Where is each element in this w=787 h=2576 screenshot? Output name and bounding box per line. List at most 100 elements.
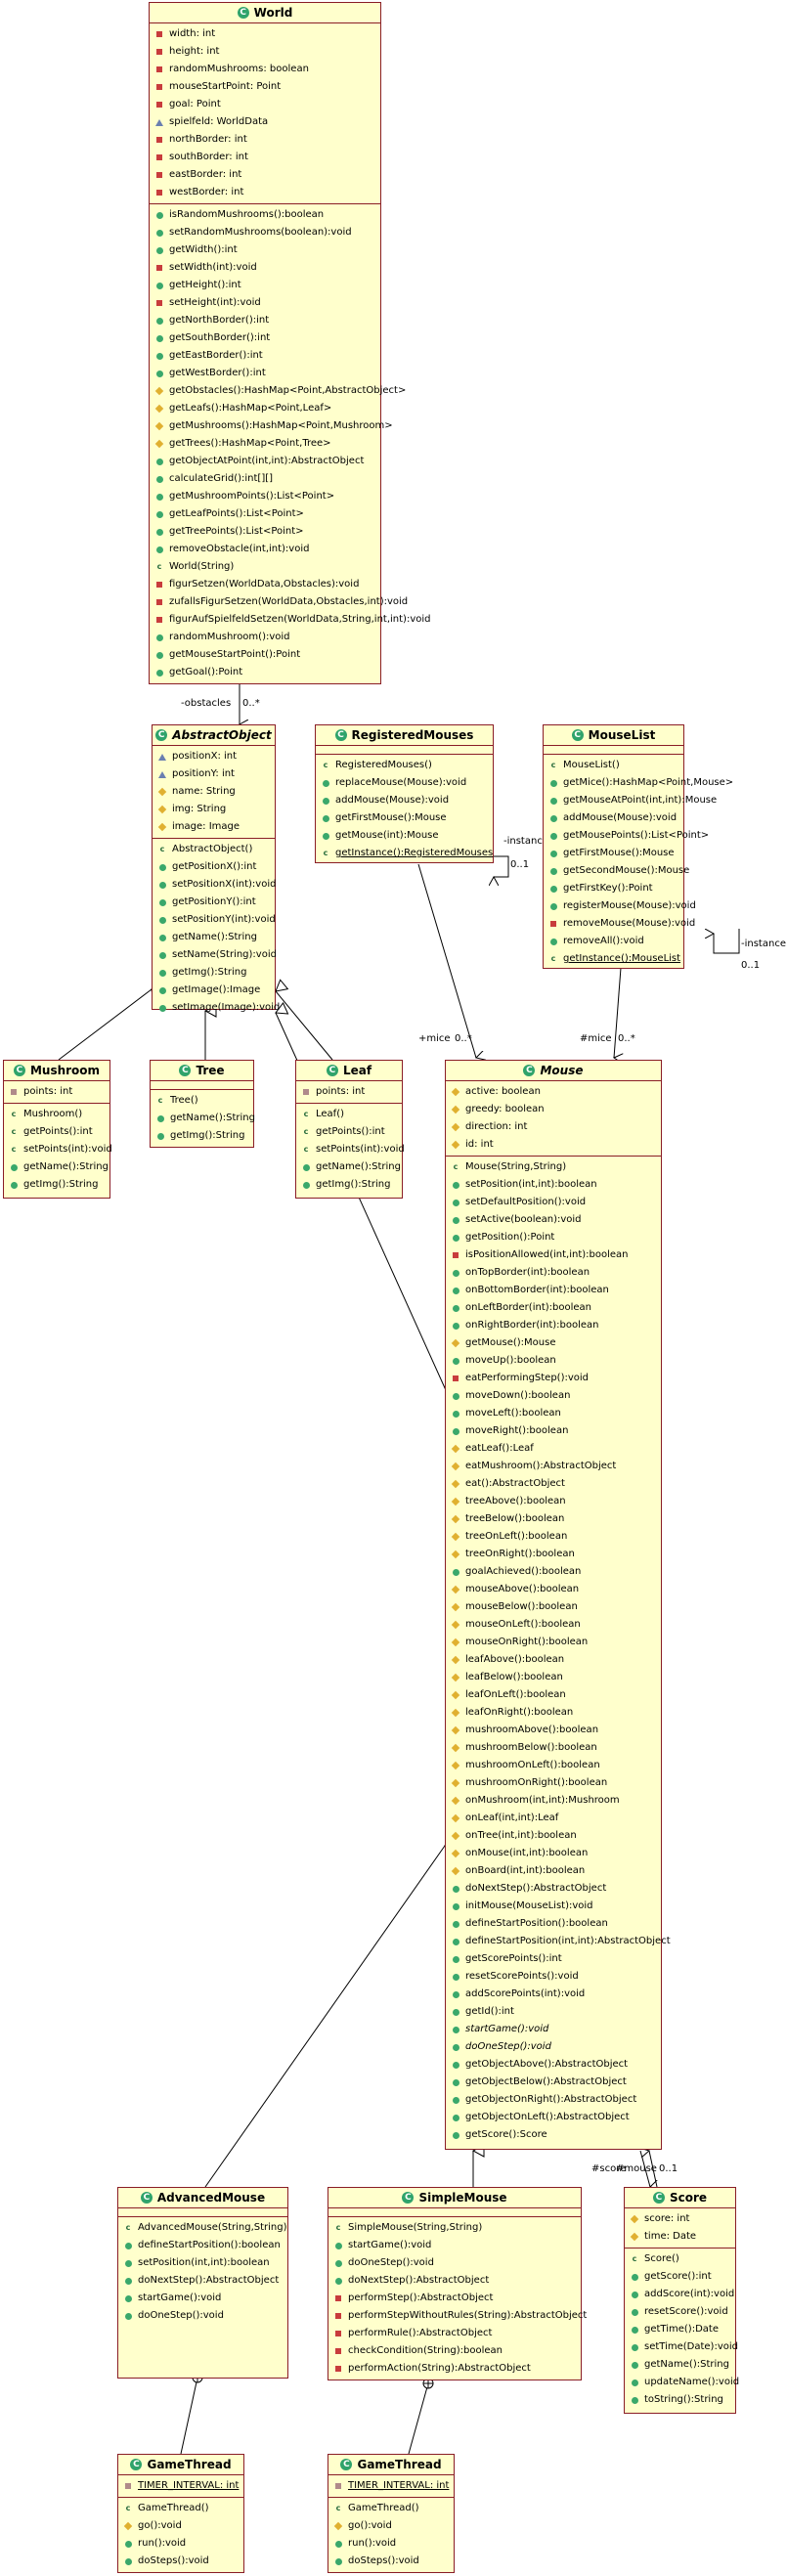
method-text: leafOnLeft():boolean [465,1689,566,1700]
method-row: startGame():void [446,2021,661,2038]
method-row: getLeafs():HashMap<Point,Leaf> [150,400,380,417]
method-row: getTime():Date [625,2321,735,2338]
private-member-icon [332,2313,344,2319]
method-text: getSecondMouse():Mouse [563,865,690,876]
public-member-icon [629,2343,640,2351]
public-member-icon [154,1132,166,1140]
method-row: getName():String [4,1158,109,1176]
class-name: AdvancedMouse [156,2191,266,2205]
method-text: go():void [348,2520,392,2531]
method-row: performStep():AbstractObject [328,2290,581,2307]
method-text: onTopBorder(int):boolean [465,1267,590,1278]
protected-member-icon [156,805,168,814]
method-row: getObjectOnRight():AbstractObject [446,2091,661,2109]
method-row: onTree(int,int):boolean [446,1827,661,1845]
assoc-ml-instance [714,929,740,954]
method-row: figurAufSpielfeldSetzen(WorldData,String… [150,611,430,629]
attribute-row: id: int [446,1136,661,1154]
class-name: Tree [196,1064,225,1077]
method-row: isPositionAllowed(int,int):boolean [446,1246,661,1264]
public-member-icon [450,1973,461,1981]
mice-mult-ml-label: 0..* [618,1033,635,1044]
mice-role-ml-label: #mice [580,1033,612,1044]
attribute-text: points: int [316,1086,366,1097]
method-text: treeBelow():boolean [465,1513,565,1524]
public-member-icon [154,1114,166,1122]
constructor-icon: c [303,1127,309,1136]
public-member-icon [450,1885,461,1893]
method-text: mouseOnLeft():boolean [465,1619,581,1630]
class-name: GameThread [147,2458,232,2471]
attribute-text: width: int [169,28,216,39]
method-text: doOneStep():void [138,2310,224,2321]
method-row: getFirstMouse():Mouse [316,809,493,827]
method-text: defineStartPosition():boolean [465,1918,608,1929]
public-member-icon [122,2277,134,2285]
protected-member-icon [450,1831,461,1841]
method-text: goalAchieved():boolean [465,1566,582,1577]
attribute-compartment [544,746,683,754]
nest-gamethread-advanced [180,2377,198,2455]
attribute-row: width: int [150,25,380,43]
assoc-rm-instance [494,855,509,877]
class-icon: C [130,2459,143,2470]
attribute-row: northBorder: int [150,131,380,149]
method-text: onBoard(int,int):boolean [465,1865,586,1876]
private-member-icon [153,31,165,37]
constructor-icon: c [550,954,556,963]
method-text: eatLeaf():Leaf [465,1443,534,1454]
method-row: getGoal():Point [150,664,380,681]
obstacles-role-label: -obstacles [181,698,232,709]
protected-member-icon [450,1105,461,1114]
method-row: addMouse(Mouse):void [544,809,683,827]
method-text: getObjectAtPoint(int,int):AbstractObject [169,456,365,466]
attribute-row: positionX: int [153,748,275,765]
public-member-icon [450,1410,461,1418]
attribute-text: positionX: int [172,751,238,762]
method-text: checkCondition(String):boolean [348,2345,503,2356]
method-row: addMouse(Mouse):void [316,792,493,809]
method-row: getMouse():Mouse [446,1334,661,1352]
constructor-icon: c [453,1162,459,1171]
public-member-icon [156,916,168,924]
method-text: startGame():void [138,2292,222,2303]
private-member-icon [153,84,165,90]
constructor-icon: c [335,2504,341,2512]
protected-member-icon [629,2214,640,2224]
rm-instance-role-label: -instance [503,836,548,847]
public-member-icon [629,2308,640,2316]
method-text: getId():int [465,2006,514,2017]
class-icon: C [237,7,249,19]
method-text: toString():String [644,2394,723,2405]
public-member-icon [156,898,168,906]
method-row: treeOnLeft():boolean [446,1528,661,1546]
public-member-icon [300,1181,312,1189]
class-icon: C [155,729,168,741]
method-row: getPositionX():int [153,858,275,876]
method-text: setDefaultPosition():void [465,1197,587,1207]
private-member-icon [153,599,165,605]
method-row: run():void [328,2535,454,2553]
protected-member-icon [122,2521,134,2531]
method-text: getWestBorder():int [169,368,266,378]
method-row: getName():String [296,1158,402,1176]
method-text: performStep():AbstractObject [348,2292,494,2303]
